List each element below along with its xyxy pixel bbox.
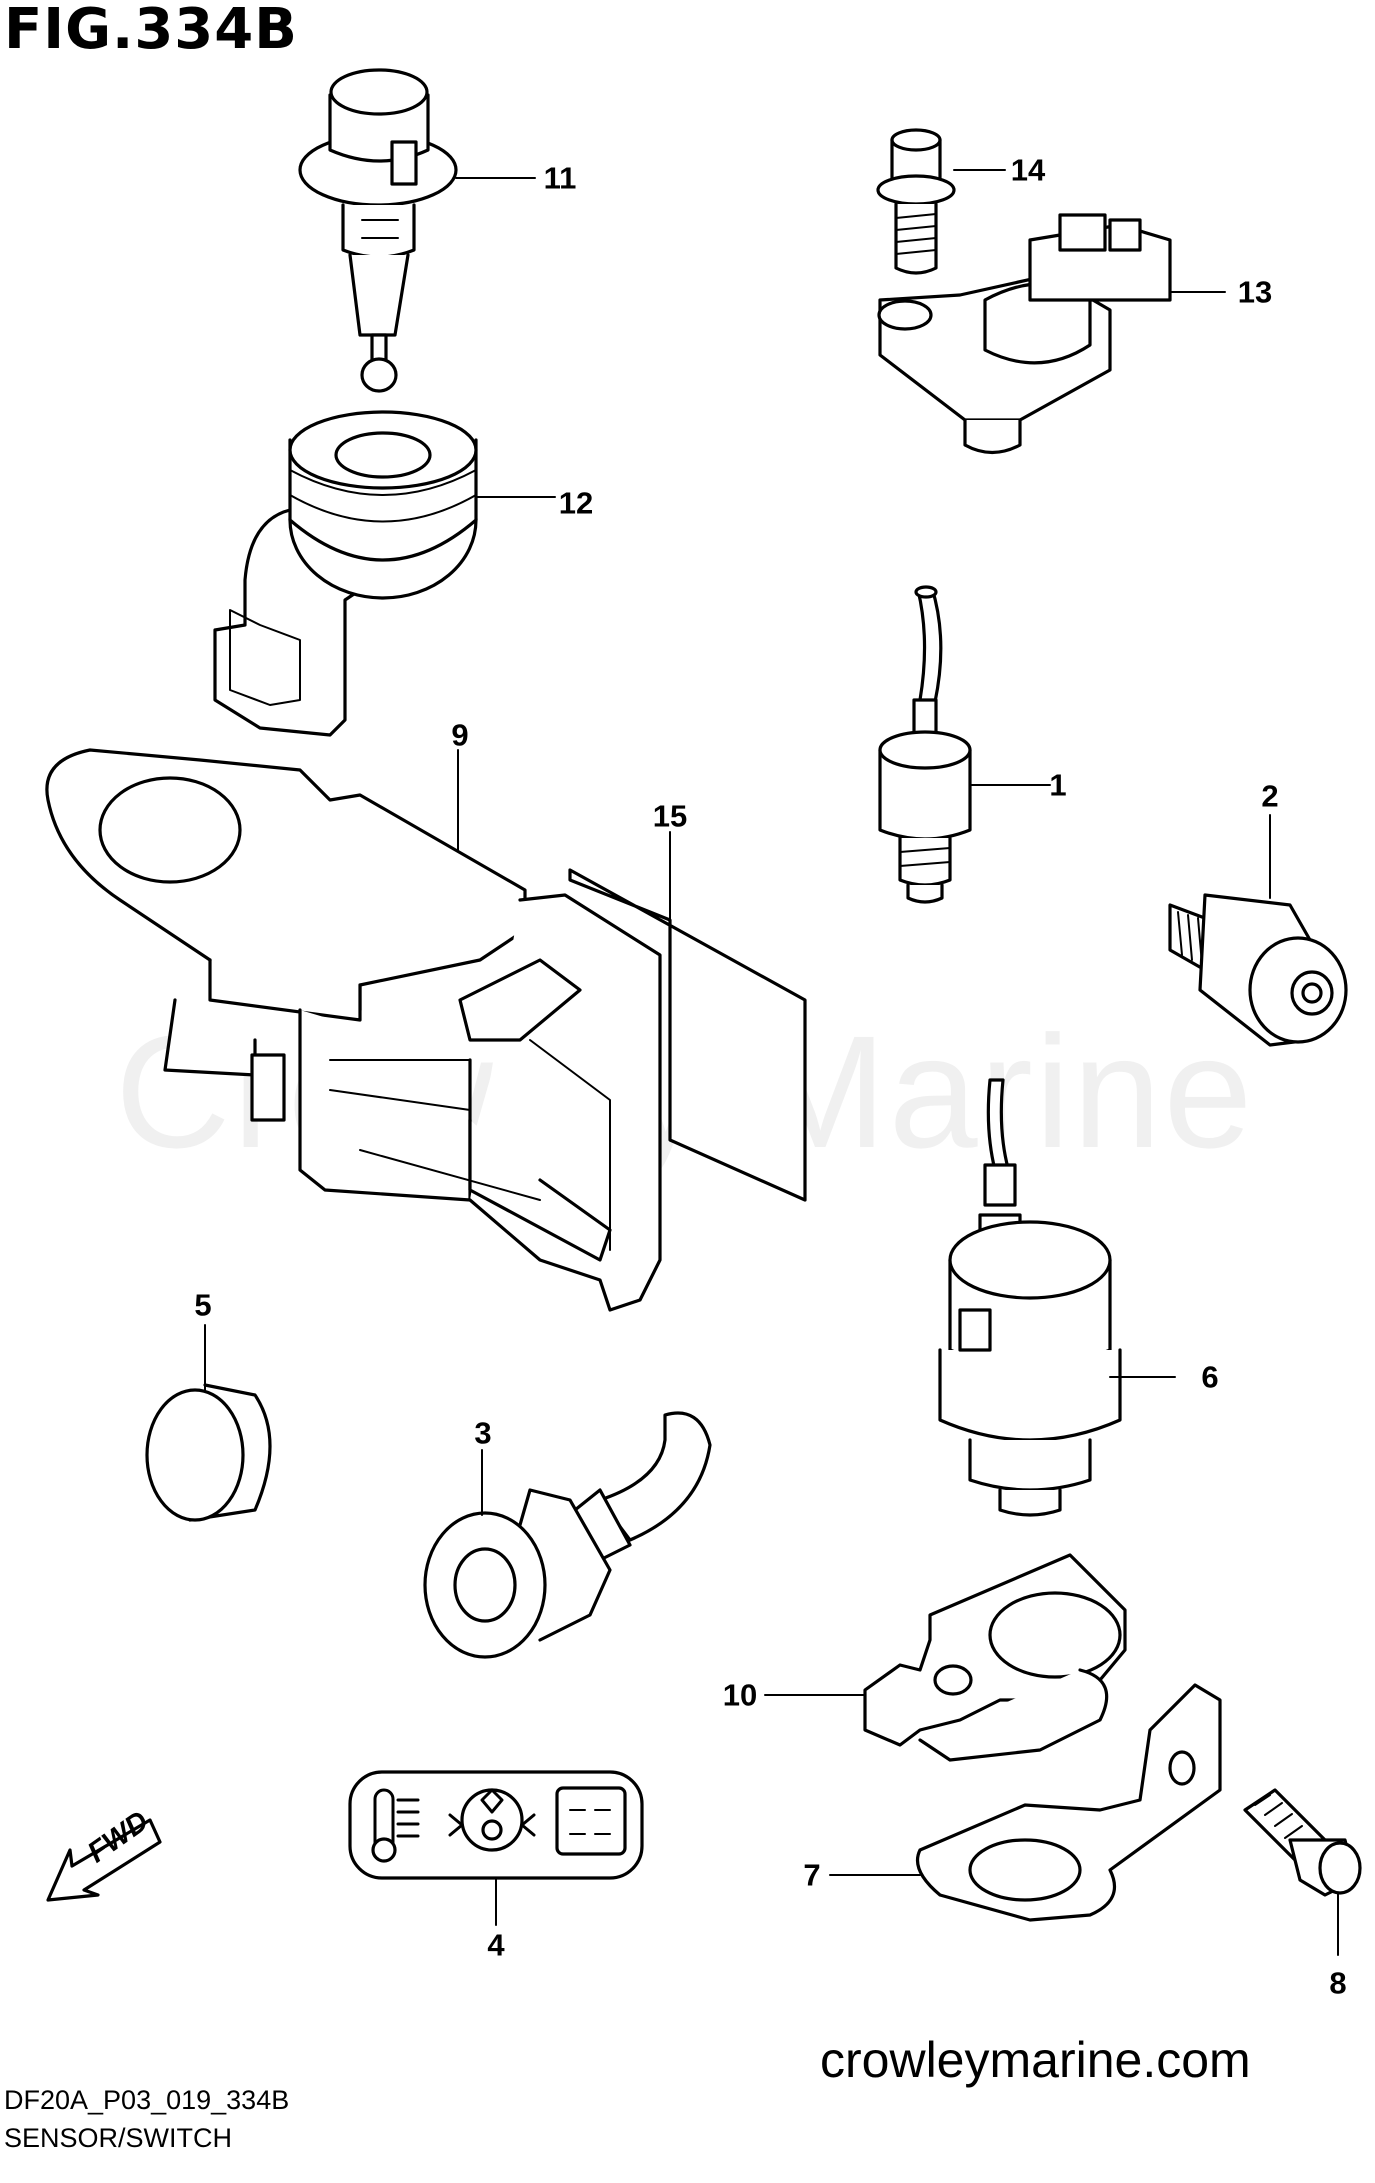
website-url: crowleymarine.com — [820, 2032, 1251, 2088]
part-11-sensor — [298, 68, 458, 393]
part-6-pressure-switch — [938, 1078, 1122, 1517]
callout-8: 8 — [1329, 1965, 1347, 2001]
thermometer-icon — [371, 1788, 420, 1863]
callout-7: 7 — [803, 1857, 821, 1893]
callout-9: 9 — [451, 717, 469, 753]
callout-2: 2 — [1261, 778, 1279, 814]
callout-4: 4 — [487, 1927, 505, 1963]
callout-11: 11 — [543, 160, 577, 196]
leader-lines — [204, 169, 1339, 1956]
part-1-sensor — [878, 585, 972, 904]
callout-5: 5 — [194, 1287, 212, 1323]
battery-icon — [555, 1786, 627, 1856]
callout-1: 1 — [1049, 767, 1067, 803]
part-8-bolt — [1243, 1788, 1362, 1897]
part-9-bracket — [45, 748, 662, 1312]
figure-caption: SENSOR/SWITCH — [4, 2123, 233, 2153]
callout-12: 12 — [558, 485, 594, 521]
part-7-plate — [915, 1683, 1222, 1922]
part-2-knock-sensor — [1168, 893, 1348, 1047]
callout-14: 14 — [1010, 152, 1046, 188]
part-14-bolt — [876, 128, 956, 275]
part-13-map-sensor — [877, 213, 1172, 455]
part-3-sensor — [423, 1411, 712, 1659]
figure-code: DF20A_P03_019_334B — [4, 2085, 290, 2115]
part-5-cap — [145, 1383, 272, 1522]
part-12-grommet — [213, 410, 478, 737]
callout-15: 15 — [652, 798, 688, 834]
callout-13: 13 — [1237, 274, 1273, 310]
callout-6: 6 — [1201, 1359, 1219, 1395]
fwd-arrow-icon — [46, 1818, 162, 1902]
callout-10: 10 — [722, 1677, 758, 1713]
oil-pressure-icon — [448, 1788, 536, 1852]
part-4-indicator-panel — [348, 1770, 644, 1880]
callout-3: 3 — [474, 1415, 492, 1451]
figure-title: FIG.334B — [4, 0, 298, 62]
part-10-clamp — [863, 1553, 1127, 1762]
part-15-pad — [568, 868, 807, 1202]
